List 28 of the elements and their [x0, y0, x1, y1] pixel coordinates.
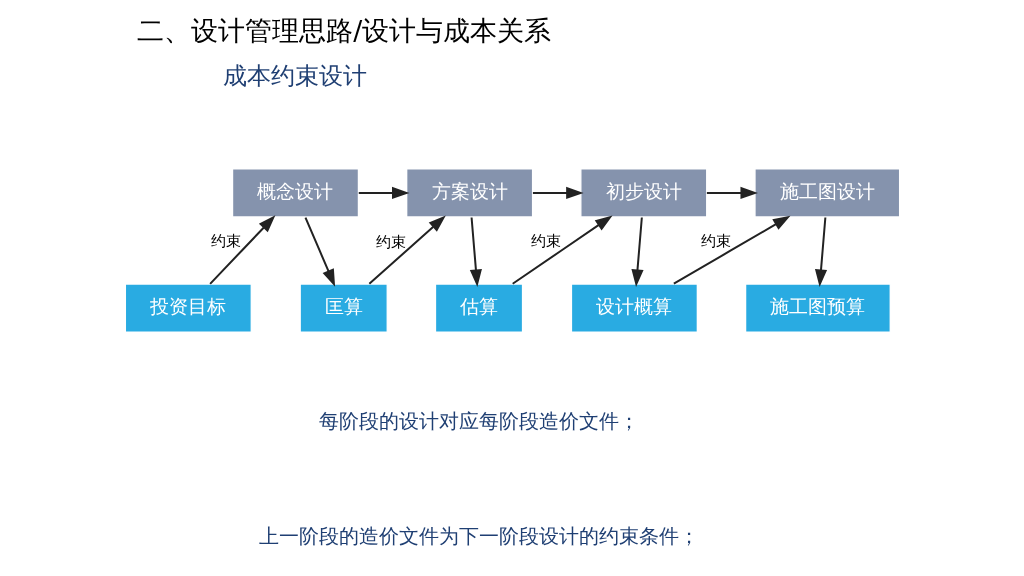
- arrow: [304, 217, 335, 287]
- node-box: 方案设计: [405, 168, 533, 218]
- label: 上一阶段的造价文件为下一阶段设计的约束条件；: [258, 524, 699, 549]
- edge-label: 约束: [210, 232, 241, 250]
- diagram-title: 二、设计管理思路/设计与成本关系: [136, 15, 551, 47]
- arrow: [532, 186, 584, 199]
- node-box: 概念设计: [231, 168, 359, 218]
- node-box: 估算: [434, 283, 523, 333]
- label: 每阶段的设计对应每阶段造价文件；: [318, 408, 639, 433]
- arrow: [630, 217, 644, 287]
- node-box: 匡算: [299, 283, 388, 333]
- label: 成本约束设计: [222, 61, 367, 90]
- edge-label: 约束: [700, 232, 731, 250]
- arrow: [814, 217, 827, 287]
- arrow: [706, 186, 758, 199]
- edge-label: 约束: [530, 232, 561, 250]
- node-box: 设计概算: [570, 283, 698, 333]
- arrow: [469, 217, 482, 287]
- arrow: [358, 186, 409, 199]
- arrow: [672, 215, 790, 285]
- node-box: 投资目标: [124, 283, 252, 333]
- node-box: 初步设计: [579, 168, 707, 218]
- arrow: [208, 215, 275, 285]
- arrow: [511, 215, 613, 285]
- node-box: 施工图设计: [753, 168, 900, 218]
- node-box: 施工图预算: [744, 283, 891, 333]
- edge-label: 约束: [375, 232, 406, 250]
- arrow: [368, 215, 446, 285]
